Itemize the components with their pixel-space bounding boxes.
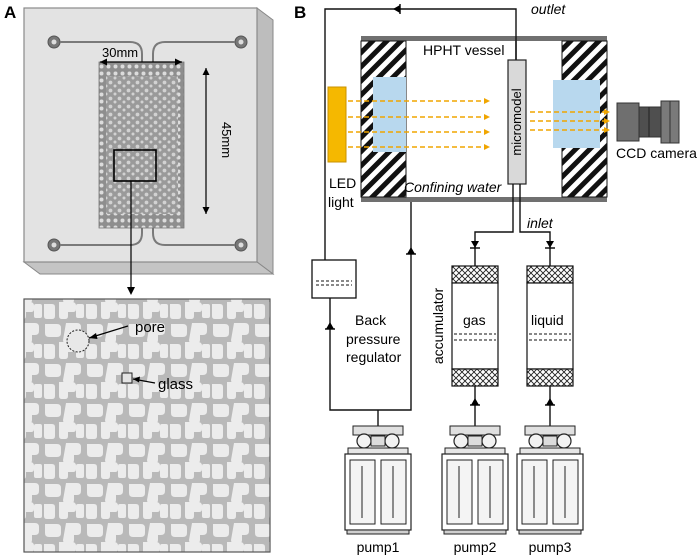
right-window	[553, 80, 600, 148]
width-label: 30mm	[102, 45, 138, 60]
pore-label: pore	[135, 319, 165, 336]
light-beams	[348, 100, 604, 148]
pump1-label: pump1	[357, 539, 400, 555]
height-dimension-arrow	[202, 68, 210, 214]
pore-marker	[66, 329, 90, 353]
pump3-label: pump3	[529, 539, 572, 555]
bpr-label-line3: regulator	[346, 349, 402, 365]
gas-label: gas	[463, 312, 486, 328]
height-label: 45mm	[219, 122, 234, 158]
outlet-label: outlet	[531, 1, 566, 17]
liquid-label: liquid	[531, 312, 564, 328]
led-label-line2: light	[328, 194, 354, 210]
bpr-label-line1: Back	[355, 312, 387, 328]
port-bottom-left	[47, 238, 61, 252]
micromodel	[507, 59, 527, 185]
outlet-valve	[393, 5, 400, 13]
bpr-valve	[326, 322, 334, 329]
outlet-line	[324, 8, 517, 260]
glass-label: glass	[158, 376, 193, 393]
light-beam-arrowheads	[484, 98, 610, 150]
vessel-line-valve	[407, 247, 415, 254]
zoom-leader-arrowhead	[127, 287, 135, 295]
inlet-line-gas	[474, 184, 514, 266]
pump3	[516, 425, 584, 535]
port-top-left	[47, 35, 61, 49]
led-light	[327, 86, 347, 163]
panel-a-letter: A	[4, 3, 16, 22]
micromodel-label: micromodel	[509, 88, 524, 155]
port-top-right	[234, 35, 248, 49]
chip-channels	[60, 41, 235, 246]
back-pressure-regulator	[311, 259, 357, 299]
panel-b-letter: B	[294, 3, 306, 22]
liquid-accumulator	[526, 265, 574, 387]
glass-marker	[121, 372, 133, 384]
pump2	[441, 425, 509, 535]
liquid-inlet-valve	[546, 241, 554, 248]
width-dimension-arrow	[100, 58, 182, 66]
pump1	[344, 425, 412, 535]
confining-water-label: Confining water	[404, 179, 503, 195]
gas-accumulator	[451, 265, 499, 387]
camera-label: CCD camera	[616, 145, 697, 161]
led-label-line1: LED	[329, 175, 356, 191]
ccd-camera	[616, 100, 680, 144]
zoom-box	[113, 149, 157, 182]
inlet-line-liquid	[519, 184, 551, 266]
port-bottom-right	[234, 238, 248, 252]
micrograph	[23, 298, 271, 553]
hpht-vessel	[360, 36, 608, 202]
bpr-label-line2: pressure	[346, 331, 401, 347]
inlet-label: inlet	[527, 215, 554, 231]
gas-inlet-valve	[471, 241, 479, 248]
accumulator-label: accumulator	[430, 288, 446, 365]
vessel-label: HPHT vessel	[423, 42, 504, 58]
left-window	[373, 77, 406, 152]
porous-medium	[98, 61, 185, 229]
vessel-to-pump1-line	[329, 202, 412, 411]
pump2-label: pump2	[454, 539, 497, 555]
